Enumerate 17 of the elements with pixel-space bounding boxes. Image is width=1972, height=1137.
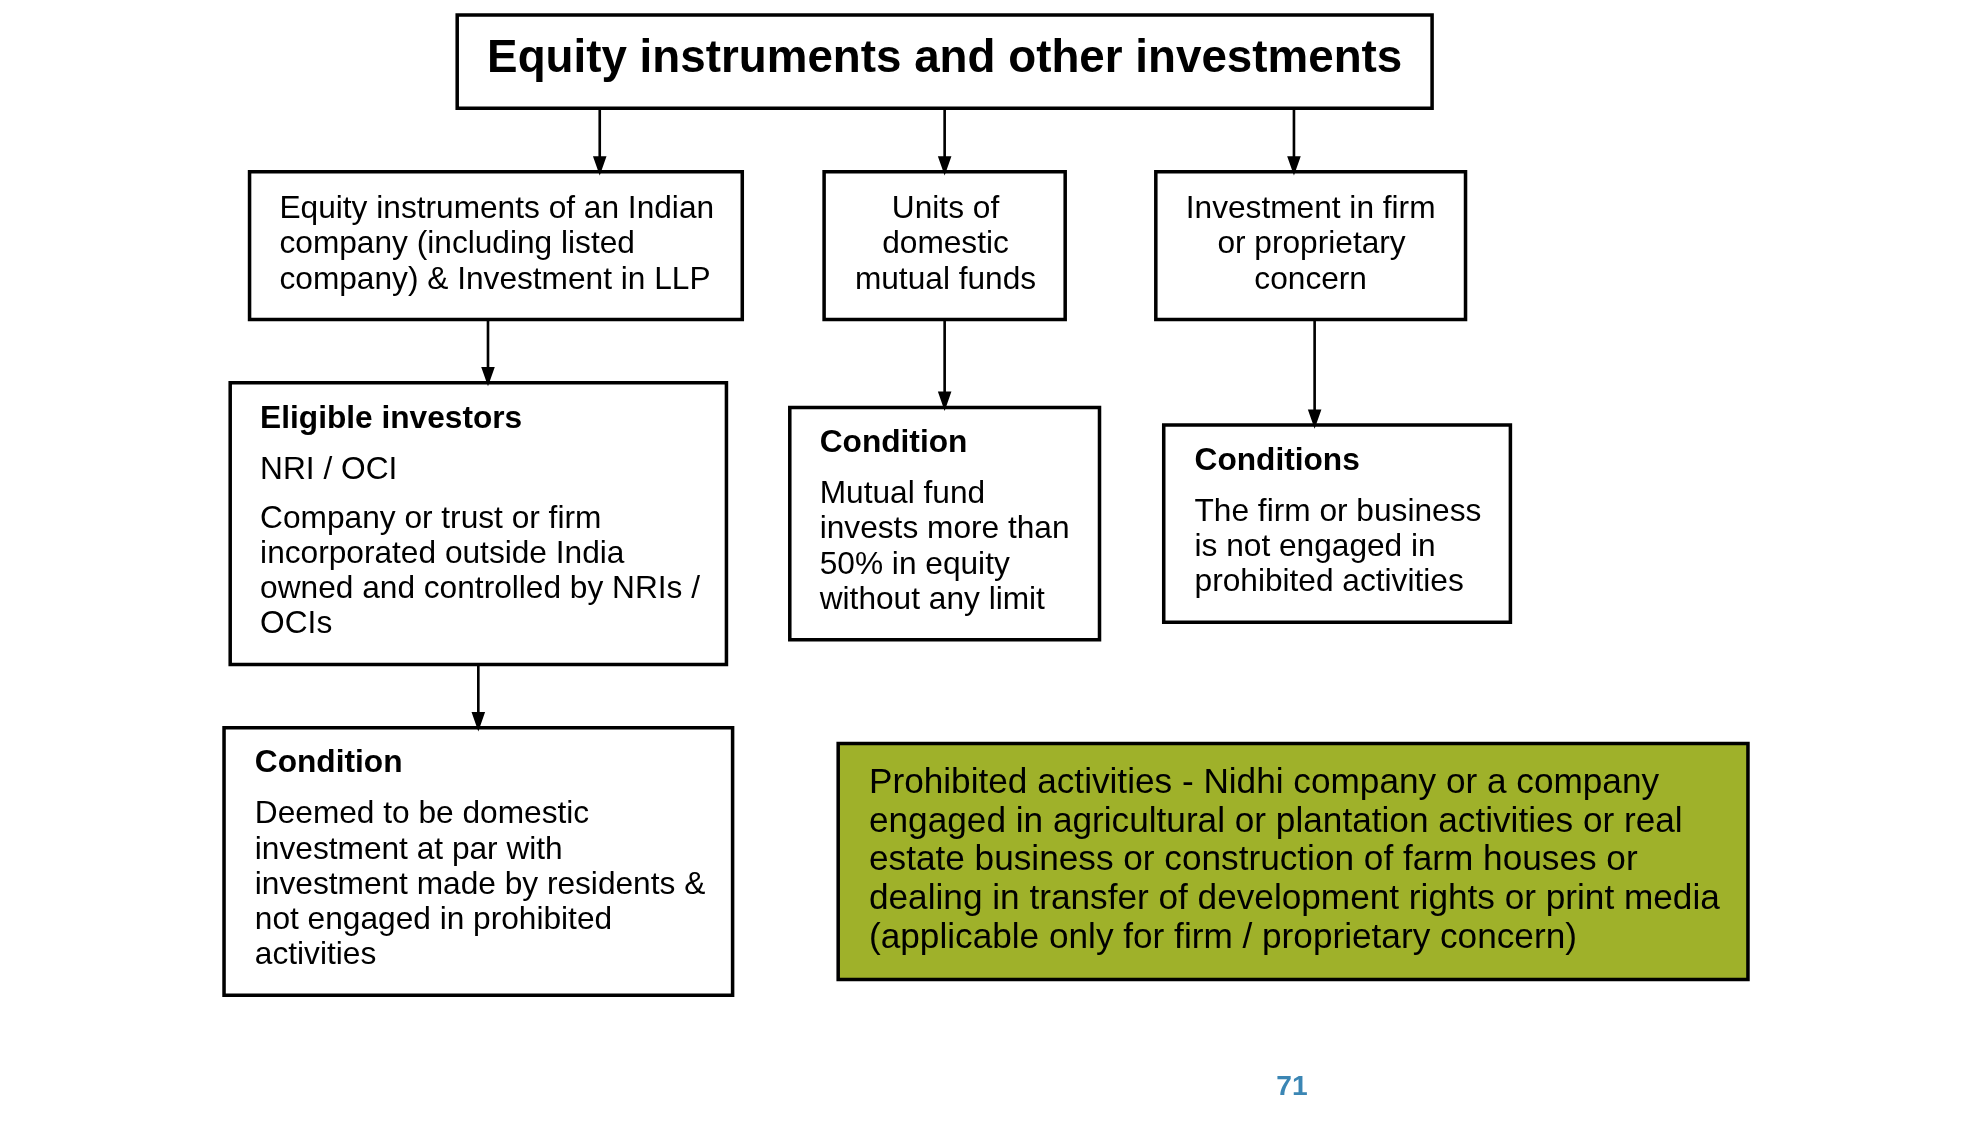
arrow [937, 108, 952, 176]
arrow [471, 664, 486, 732]
node-box: Units of domestic mutual funds [822, 169, 1067, 322]
node-box: Prohibited activities - Nidhi company or a company engaged in agricultural or plantation activities or real estate business or construction of farm houses or dealing in transfer of development rights or print media (applicable only for firm / proprietary concern) [836, 741, 1750, 982]
node-box: Equity instruments of an Indian company (including listed company) & Investment in LLP [247, 169, 745, 322]
arrow [481, 320, 495, 387]
arrow [592, 108, 607, 176]
node-box: Eligible investors NRI / OCI Company or trust or firm incorporated outside India owned and controlled by NRIs / OCIs [228, 381, 729, 667]
node-box: Conditions The firm or business is not engaged in prohibited activities [1161, 423, 1513, 624]
arrow [937, 320, 952, 411]
node-box: Equity instruments and other investments [455, 13, 1434, 111]
node-box: Condition Mutual fund invests more than 50% in equity without any limit [788, 405, 1102, 642]
node-box: Investment in firm or proprietary concern [1154, 169, 1468, 322]
arrow [1287, 108, 1301, 176]
arrow [1307, 320, 1322, 429]
label: 71 [1276, 1070, 1308, 1102]
node-box: Condition Deemed to be domestic investment at par with investment made by residents & not engaged in prohibited activities [222, 726, 735, 997]
